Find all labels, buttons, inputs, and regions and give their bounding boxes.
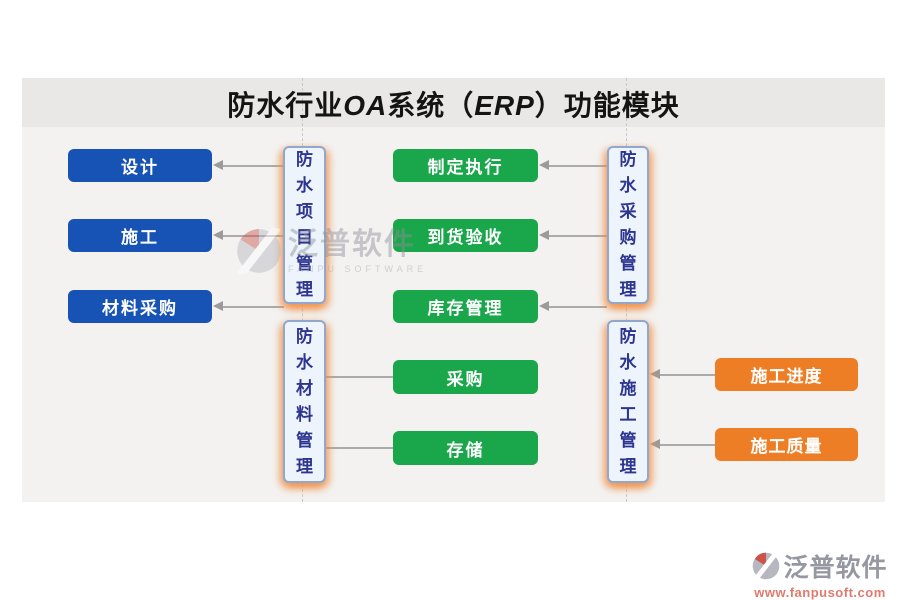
arrowhead-left-icon — [213, 301, 223, 311]
node-construction-progress: 施工进度 — [715, 358, 858, 391]
group-material-management: 防水材料管理 — [283, 320, 326, 483]
node-construction: 施工 — [68, 219, 212, 252]
title-part: 系统（ — [387, 91, 475, 122]
node-construction-quality: 施工质量 — [715, 428, 858, 461]
group-material-management-label: 防水材料管理 — [296, 326, 313, 476]
footer-logo: 泛普软件 www.fanpusoft.com — [745, 548, 895, 600]
group-construction-management-label: 防水施工管理 — [619, 326, 637, 476]
fanpu-logo-icon — [753, 552, 780, 580]
group-purchase-management-label: 防水采购管理 — [619, 150, 637, 299]
connector-line — [222, 165, 284, 167]
title-band — [22, 78, 885, 127]
connector-line — [548, 306, 607, 308]
group-construction-management: 防水施工管理 — [607, 320, 649, 483]
node-storage: 存储 — [393, 431, 538, 465]
arrowhead-left-icon — [650, 369, 660, 379]
title-part-erp: ERP — [474, 90, 535, 121]
connector-line — [548, 165, 607, 167]
node-design: 设计 — [68, 149, 212, 182]
arrowhead-left-icon — [213, 160, 223, 170]
node-plan-execution: 制定执行 — [393, 149, 538, 182]
connector-line — [326, 447, 393, 449]
arrowhead-left-icon — [539, 230, 549, 240]
footer-brand: 泛普软件 — [783, 555, 888, 582]
title-part-oa: OA — [343, 90, 388, 121]
connector-line — [660, 444, 715, 446]
connector-line — [222, 306, 284, 308]
arrowhead-left-icon — [539, 160, 549, 170]
node-material-procurement: 材料采购 — [68, 290, 212, 323]
group-project-management-label: 防水项目管理 — [296, 150, 313, 299]
node-purchase: 采购 — [393, 360, 538, 394]
footer-website: www.fanpusoft.com — [754, 585, 886, 600]
arrowhead-left-icon — [213, 230, 223, 240]
group-project-management: 防水项目管理 — [283, 146, 326, 304]
diagram-title: 防水行业OA系统（ERP）功能模块 — [22, 84, 885, 124]
connector-line — [548, 235, 607, 237]
connector-line — [660, 374, 715, 376]
connector-line — [326, 376, 393, 378]
connector-line — [222, 235, 284, 237]
title-part: ）功能模块 — [534, 91, 680, 122]
node-arrival-acceptance: 到货验收 — [393, 219, 538, 252]
title-part: 防水行业 — [227, 91, 344, 122]
node-inventory-management: 库存管理 — [393, 290, 538, 323]
group-purchase-management: 防水采购管理 — [607, 146, 649, 304]
arrowhead-left-icon — [539, 301, 549, 311]
arrowhead-left-icon — [650, 439, 660, 449]
